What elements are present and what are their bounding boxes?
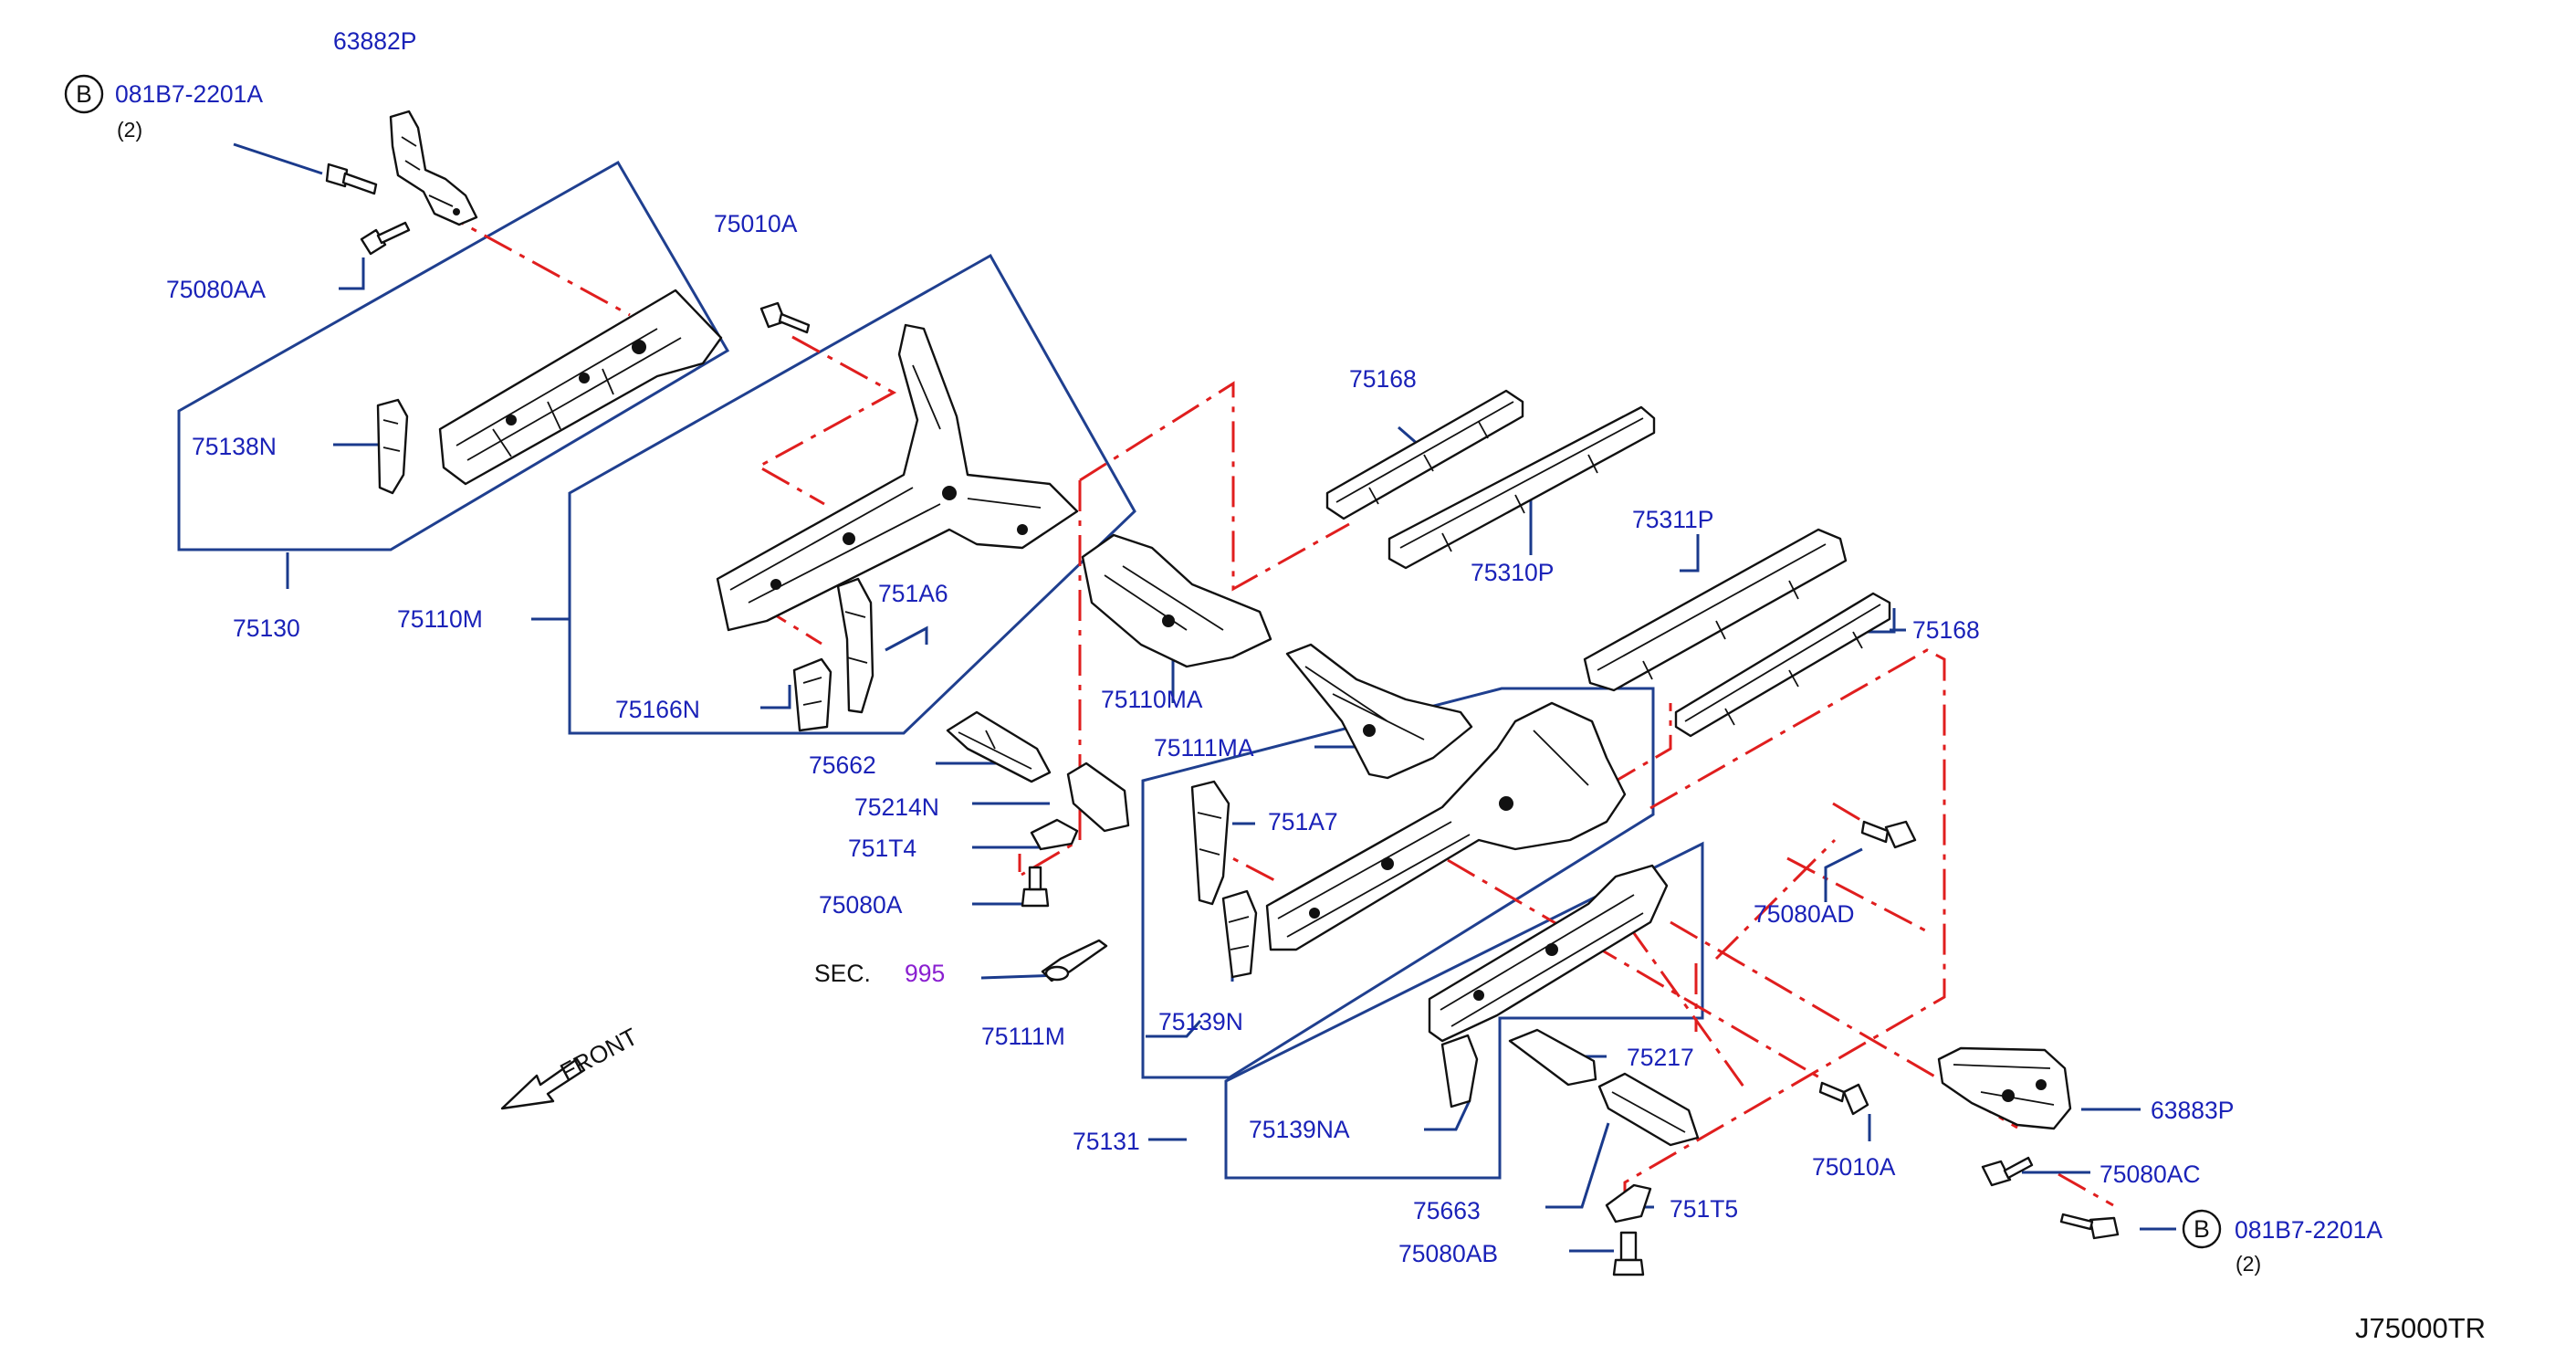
bolt-081B7-2201A-right: [2059, 1213, 2120, 1240]
label-081B7-2201A-right: 081B7-2201A: [2235, 1216, 2382, 1244]
label-751A7: 751A7: [1268, 808, 1338, 835]
part-75168-right: [1674, 592, 1891, 738]
part-751A7: [1190, 780, 1230, 906]
label-75663: 75663: [1413, 1197, 1481, 1224]
part-75138N: [376, 398, 409, 495]
bolt-75010A-top: [759, 301, 811, 334]
label-63882P: 63882P: [333, 27, 416, 55]
part-75310P: [1387, 405, 1656, 570]
label-75139NA: 75139NA: [1249, 1116, 1350, 1143]
b-symbol-icon-left: B: [64, 74, 104, 114]
label-75080A: 75080A: [819, 891, 903, 919]
label-front: FRONT: [556, 1023, 643, 1086]
part-75110MA: [1081, 533, 1272, 668]
part-75166N: [792, 657, 832, 732]
part-75662: [946, 710, 1052, 783]
part-751A6: [836, 577, 874, 714]
b-symbol-left-text: B: [76, 80, 92, 108]
bolt-75080AD: [1860, 820, 1917, 849]
bolt-75010A-right: [1818, 1081, 1869, 1116]
label-75080AA: 75080AA: [166, 276, 266, 303]
label-751T5: 751T5: [1670, 1195, 1738, 1223]
group-outline-75111M: [1141, 687, 1655, 1079]
label-75214N: 75214N: [854, 793, 939, 821]
label-75311P: 75311P: [1632, 506, 1713, 533]
leader-lines: [233, 142, 2176, 1253]
label-751A6: 751A6: [878, 580, 948, 607]
label-75010A-top: 75010A: [714, 210, 798, 237]
label-75139N: 75139N: [1158, 1008, 1243, 1035]
label-75111M: 75111M: [981, 1023, 1065, 1050]
part-75139N: [1221, 889, 1258, 979]
part-751T5: [1605, 1183, 1652, 1224]
part-75214N: [1066, 762, 1130, 833]
label-75131: 75131: [1073, 1128, 1140, 1155]
label-75310P: 75310P: [1471, 559, 1554, 586]
label-75111MA: 75111MA: [1154, 734, 1254, 762]
label-75217: 75217: [1627, 1044, 1694, 1071]
label-75080AC: 75080AC: [2100, 1161, 2201, 1188]
part-75110M-member: [716, 323, 1079, 632]
part-75131-member: [1428, 864, 1669, 1043]
label-75138N: 75138N: [192, 433, 277, 460]
label-75110MA: 75110MA: [1101, 686, 1203, 713]
label-63883P: 63883P: [2151, 1097, 2234, 1124]
label-75168-top: 75168: [1349, 365, 1417, 393]
group-outline-75130: [177, 160, 730, 551]
part-75311P: [1583, 528, 1848, 692]
label-75168-right: 75168: [1912, 616, 1980, 644]
part-75663: [1597, 1072, 1700, 1147]
part-sec-995: [1041, 939, 1108, 982]
group-outline-75110M: [568, 253, 1136, 735]
label-sec-number: 995: [905, 960, 945, 987]
part-75217: [1508, 1028, 1597, 1087]
bolt-081B7-2201A-left: [325, 163, 378, 195]
label-qty-left: (2): [117, 118, 142, 142]
label-75130: 75130: [233, 614, 300, 642]
label-75166N: 75166N: [615, 696, 700, 723]
bolt-75080AA: [360, 221, 411, 256]
label-sec-prefix: SEC.: [814, 960, 871, 987]
part-63883P: [1937, 1046, 2072, 1130]
label-75080AD: 75080AD: [1754, 900, 1855, 928]
part-63882P: [389, 110, 478, 226]
group-outline-75131: [1224, 841, 1704, 1180]
bolt-75080A: [1021, 866, 1050, 908]
label-081B7-2201A-left: 081B7-2201A: [115, 80, 263, 108]
diagram-code: J75000TR: [2355, 1312, 2486, 1344]
b-symbol-right-text: B: [2194, 1215, 2210, 1243]
label-75110M: 75110M: [397, 605, 483, 633]
part-75139NA: [1440, 1034, 1479, 1108]
label-qty-right: (2): [2236, 1252, 2261, 1276]
part-75111MA: [1285, 643, 1473, 780]
front-arrow-icon: [500, 1057, 586, 1110]
label-751T4: 751T4: [848, 835, 916, 862]
part-75111M-member: [1265, 701, 1627, 951]
label-75010A-right: 75010A: [1812, 1153, 1896, 1181]
label-75080AB: 75080AB: [1398, 1240, 1498, 1267]
part-751T4: [1030, 818, 1079, 851]
bolt-75080AC: [1981, 1156, 2034, 1187]
part-75130-member: [438, 289, 723, 486]
part-75168-top: [1325, 389, 1524, 520]
b-symbol-icon-right: B: [2182, 1209, 2222, 1249]
bolt-75080AB: [1612, 1231, 1645, 1276]
label-75662: 75662: [809, 751, 876, 779]
